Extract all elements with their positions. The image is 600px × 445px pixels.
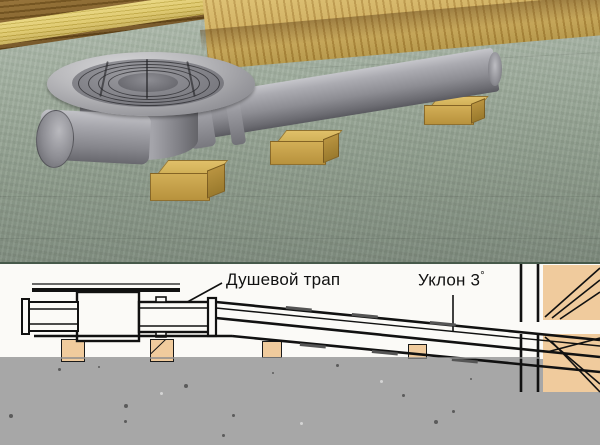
slab-speck bbox=[336, 364, 339, 367]
sloped-pipe-inner bbox=[215, 307, 600, 347]
slab-speck bbox=[434, 420, 438, 424]
slab-speck bbox=[470, 378, 472, 380]
slab-speck bbox=[232, 414, 235, 417]
slab-speck bbox=[222, 434, 225, 437]
label-slope-text: Уклон 3 bbox=[418, 270, 481, 290]
grate-ring bbox=[78, 61, 220, 106]
support-block-section bbox=[61, 339, 85, 362]
panel-divider bbox=[0, 262, 600, 264]
support-block bbox=[424, 96, 489, 130]
slab-speck bbox=[9, 414, 13, 418]
diagram-linework bbox=[0, 264, 600, 393]
slab-speck bbox=[58, 368, 61, 371]
label-shower-drain: Душевой трап bbox=[226, 270, 341, 289]
slab-speck bbox=[402, 394, 405, 397]
grate-center bbox=[118, 73, 178, 92]
slab-speck bbox=[380, 380, 383, 383]
grate-ring bbox=[88, 64, 210, 103]
slab-speck bbox=[452, 410, 455, 413]
slab-speck bbox=[272, 372, 274, 374]
grate-ring bbox=[108, 70, 190, 97]
slab-speck bbox=[160, 392, 163, 395]
photo-panel bbox=[0, 0, 600, 262]
drain-flange-section bbox=[32, 283, 180, 292]
support-block bbox=[270, 130, 343, 170]
outlet-pipe-straight bbox=[137, 296, 218, 338]
support-block bbox=[150, 160, 229, 204]
label-slope: Уклон 3° bbox=[418, 270, 485, 291]
label-slope-degree: ° bbox=[480, 270, 485, 282]
concrete-slab bbox=[0, 359, 600, 445]
left-inlet-pipe bbox=[21, 298, 79, 335]
sloped-pipe bbox=[215, 300, 600, 359]
grate-rib bbox=[146, 59, 148, 99]
slab-speck bbox=[300, 422, 303, 425]
slab-speck bbox=[98, 366, 100, 368]
drain-body-section bbox=[75, 290, 141, 343]
slab-speck bbox=[184, 384, 188, 388]
floor-seam bbox=[0, 238, 600, 239]
diagram-panel: Душевой трап Уклон 3° bbox=[0, 262, 600, 445]
wall-section bbox=[519, 264, 540, 392]
slab-speck bbox=[124, 420, 127, 423]
grate-ring bbox=[98, 67, 200, 100]
pipe-open-end bbox=[488, 52, 502, 86]
pipe-socket bbox=[285, 306, 478, 364]
slab-speck bbox=[124, 404, 128, 408]
floor-seam bbox=[0, 196, 600, 197]
timber-grain bbox=[544, 267, 600, 393]
support-block-section bbox=[150, 339, 174, 362]
